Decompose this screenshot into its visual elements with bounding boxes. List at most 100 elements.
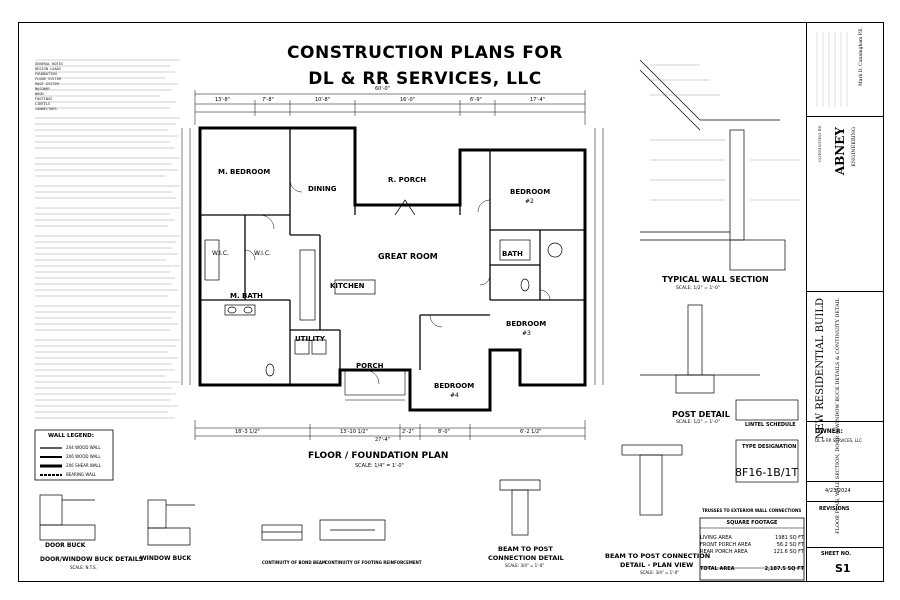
master-tub [204, 239, 220, 281]
dim-top-seg-6: 17'-4" [530, 97, 546, 103]
room-label-bedroom-4: BEDROOM [434, 382, 475, 390]
porch-elements [344, 369, 406, 401]
owner-label: OWNER: [815, 428, 843, 435]
room-number-bedroom-4: #4 [450, 392, 459, 399]
room-label-dining: DINING [308, 185, 337, 193]
floor-plan-scale: SCALE: 1/4" = 1'-0" [355, 463, 404, 469]
tb-project-cell: NEW RESIDENTIAL BUILD FLOOR PLAN, WALL S… [807, 292, 883, 534]
consultant-label: CONSULTING BY: [817, 125, 822, 162]
beam-to-post-plan-title: BEAM TO POST CONNECTION [605, 552, 711, 560]
bond-beam-continuity [261, 524, 303, 541]
sqft-value: 1981 SQ FT [775, 535, 804, 541]
room-label-master-bath: M. BATH [230, 292, 263, 300]
door-buck-section [39, 494, 63, 526]
beam-to-post-plan-title-2: DETAIL - PLAN VIEW [620, 561, 694, 569]
room-label-great-room: GREAT ROOM [378, 252, 438, 261]
sqft-row: FRONT PORCH AREA 56.2 SQ FT [700, 542, 804, 549]
bath-tub [499, 239, 531, 261]
square-footage-box [699, 517, 805, 581]
room-label-wic-2: W.I.C. [254, 250, 271, 257]
sqft-title-row: SQUARE FOOTAGE [700, 520, 804, 527]
master-vanity [224, 304, 256, 316]
room-label-wic-1: W.I.C. [212, 250, 229, 257]
sheet-date: 4/23/2024 [825, 488, 851, 494]
title-line-1: CONSTRUCTION PLANS FOR [287, 43, 563, 63]
sqft-total-value: 2,187.5 SQ FT [764, 566, 804, 572]
tb-sheet-cell: SHEET NO. S1 [807, 548, 883, 582]
room-number-bedroom-3: #3 [522, 330, 531, 337]
dim-bottom-seg-2: 13'-10 1/2" [340, 429, 368, 435]
room-label-rear-porch: R. PORCH [388, 176, 427, 184]
sqft-title: SQUARE FOOTAGE [726, 520, 778, 526]
continuity-footing-title: CONTINUITY OF FOOTING REINFORCEMENT [325, 560, 422, 565]
tb-revisions-cell: REVISIONS [807, 502, 883, 548]
wall-legend-item-1: 2X4 WOOD WALL [66, 445, 101, 450]
room-label-porch: PORCH [356, 362, 384, 370]
window-buck-section [147, 499, 167, 529]
sqft-value: 56.2 SQ FT [776, 542, 804, 548]
room-label-bedroom-2: BEDROOM [510, 188, 551, 196]
wall-legend-item-4: BEARING WALL [66, 472, 97, 477]
beam-to-post-post [511, 489, 529, 536]
water-heater [547, 242, 563, 258]
dim-top-seg-1: 13'-8" [215, 97, 231, 103]
sink-1 [227, 306, 237, 314]
beam-to-post-scale: SCALE: 3/4" = 1'-0" [505, 563, 545, 568]
beam-plan-post [639, 454, 663, 516]
title-line-2: DL & RR SERVICES, LLC [308, 69, 542, 89]
exterior-walls [198, 126, 587, 412]
sqft-label: FRONT PORCH AREA [700, 542, 752, 548]
beam-to-post-beam [499, 479, 541, 491]
notes-lines [35, 59, 180, 419]
lintel-schedule-title: LINTEL SCHEDULE [745, 422, 796, 428]
sqft-row: LIVING AREA 1981 SQ FT [700, 535, 804, 542]
typical-wall-section-drawing [639, 59, 800, 271]
square-footage-table: SQUARE FOOTAGE LIVING AREA 1981 SQ FT FRO… [700, 520, 804, 573]
floor-plan-caption: FLOOR / FOUNDATION PLAN [308, 451, 449, 461]
master-toilet [265, 363, 275, 377]
sheet-number: S1 [835, 562, 851, 575]
kitchen-island [334, 279, 376, 295]
dim-bottom-seg-4: 8'-0" [438, 429, 450, 435]
footing-continuity [319, 519, 386, 541]
project-title: NEW RESIDENTIAL BUILD [815, 298, 826, 440]
tb-stamp-cell: Mark D. Cunningham P.E. [807, 22, 883, 117]
firm-sub: ENGINEERING [851, 127, 857, 167]
engineer-seal [816, 32, 848, 107]
engineer-name: Mark D. Cunningham P.E. [859, 27, 864, 86]
title-block: Mark D. Cunningham P.E. CONSULTING BY: A… [806, 22, 884, 582]
trusses-note-title: TRUSSES TO EXTERIOR WALL CONNECTIONS [702, 508, 802, 513]
type-designation-title: TYPE DESIGNATION [742, 444, 797, 450]
room-label-utility: UTILITY [295, 335, 325, 343]
post-detail-drawing [640, 304, 760, 394]
revisions-label: REVISIONS [819, 506, 850, 512]
dim-top-seg-2: 7'-8" [262, 97, 274, 103]
fixtures [204, 199, 563, 377]
beam-to-post-plan-scale: SCALE: 3/4" = 1'-0" [640, 570, 680, 575]
sink-2 [243, 306, 253, 314]
sqft-value: 121.6 SQ FT [773, 549, 804, 555]
tb-firm-cell: CONSULTING BY: ABNEY ENGINEERING [807, 117, 883, 292]
general-notes-text: GENERAL NOTES DESIGN LOADS FOUNDATION FL… [35, 62, 64, 111]
dimension-lines [181, 90, 604, 440]
sqft-label: LIVING AREA [700, 535, 732, 541]
lintel-code: 8F16-1B/1T [735, 466, 799, 479]
bath-toilet [520, 278, 530, 292]
typical-wall-section-scale: SCALE: 1/2" = 1'-0" [676, 286, 720, 291]
firm-name: ABNEY [833, 127, 847, 176]
room-number-bedroom-2: #2 [525, 198, 534, 205]
tb-owner-cell: OWNER: DL & RR SERVICES, LLC [807, 422, 883, 482]
dim-bottom-seg-1: 18'-3 1/2" [235, 429, 260, 435]
porch-roof-mark [394, 199, 416, 216]
dim-top-seg-4: 16'-0" [400, 97, 416, 103]
typical-wall-section-title: TYPICAL WALL SECTION [662, 275, 769, 284]
sqft-row: REAR PORCH AREA 121.6 SQ FT [700, 549, 804, 556]
door-window-buck-scale: SCALE: N.T.S. [70, 565, 97, 570]
sqft-label: REAR PORCH AREA [700, 549, 748, 555]
door-buck-title: DOOR BUCK [45, 542, 86, 549]
wall-legend-item-2: 2X6 WOOD WALL [66, 454, 101, 459]
room-label-bedroom-3: BEDROOM [506, 320, 547, 328]
dim-overall-bottom: 27'-4" [375, 437, 391, 443]
